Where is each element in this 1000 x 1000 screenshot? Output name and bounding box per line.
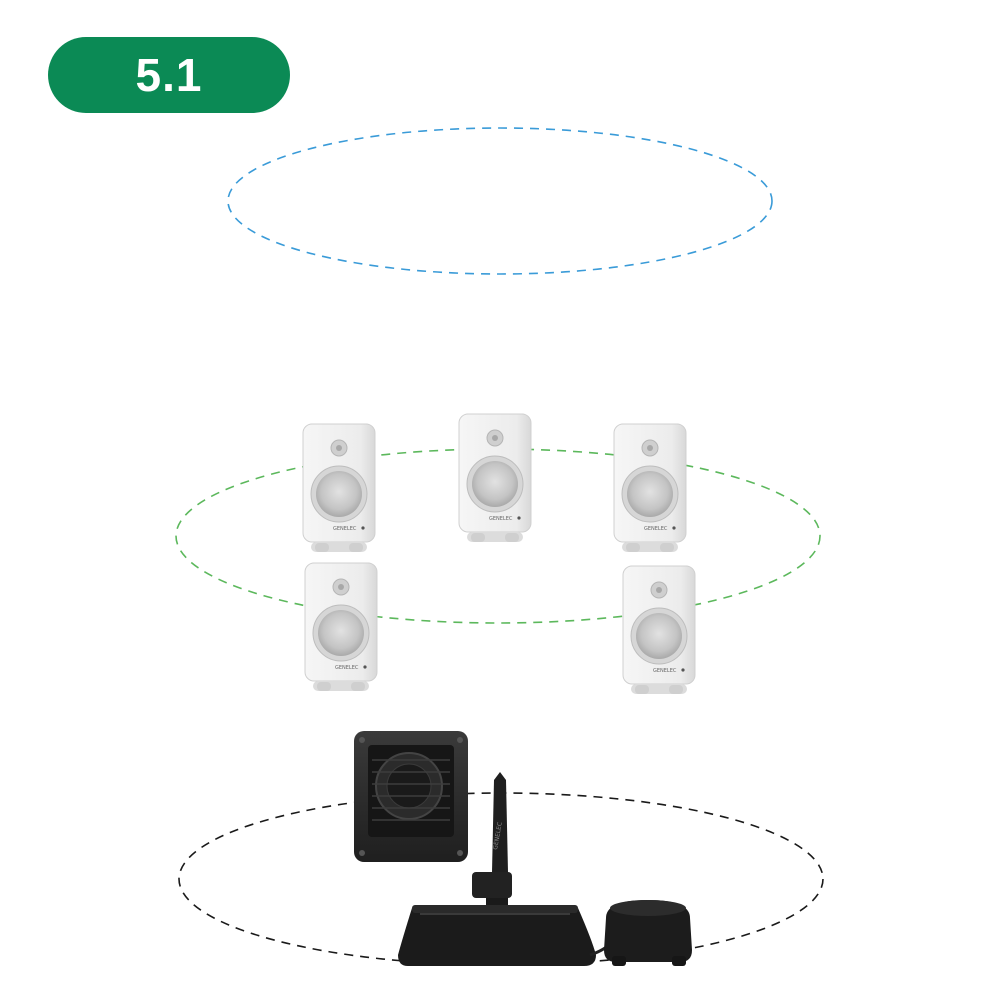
channel-config-badge: 5.1 — [48, 37, 290, 113]
subwoofer — [354, 731, 468, 862]
speaker-center — [458, 413, 532, 543]
speaker-front-left — [302, 423, 376, 553]
speaker-front-right — [613, 423, 687, 553]
network-adapter-device — [604, 900, 692, 966]
speaker-surround-right — [622, 565, 696, 695]
svg-text:GENELEC: GENELEC — [492, 822, 504, 851]
height-layer-ring — [227, 127, 773, 275]
speaker-surround-left — [304, 562, 378, 692]
calibration-microphone: GENELEC — [472, 772, 512, 910]
control-hub-device — [398, 905, 596, 966]
